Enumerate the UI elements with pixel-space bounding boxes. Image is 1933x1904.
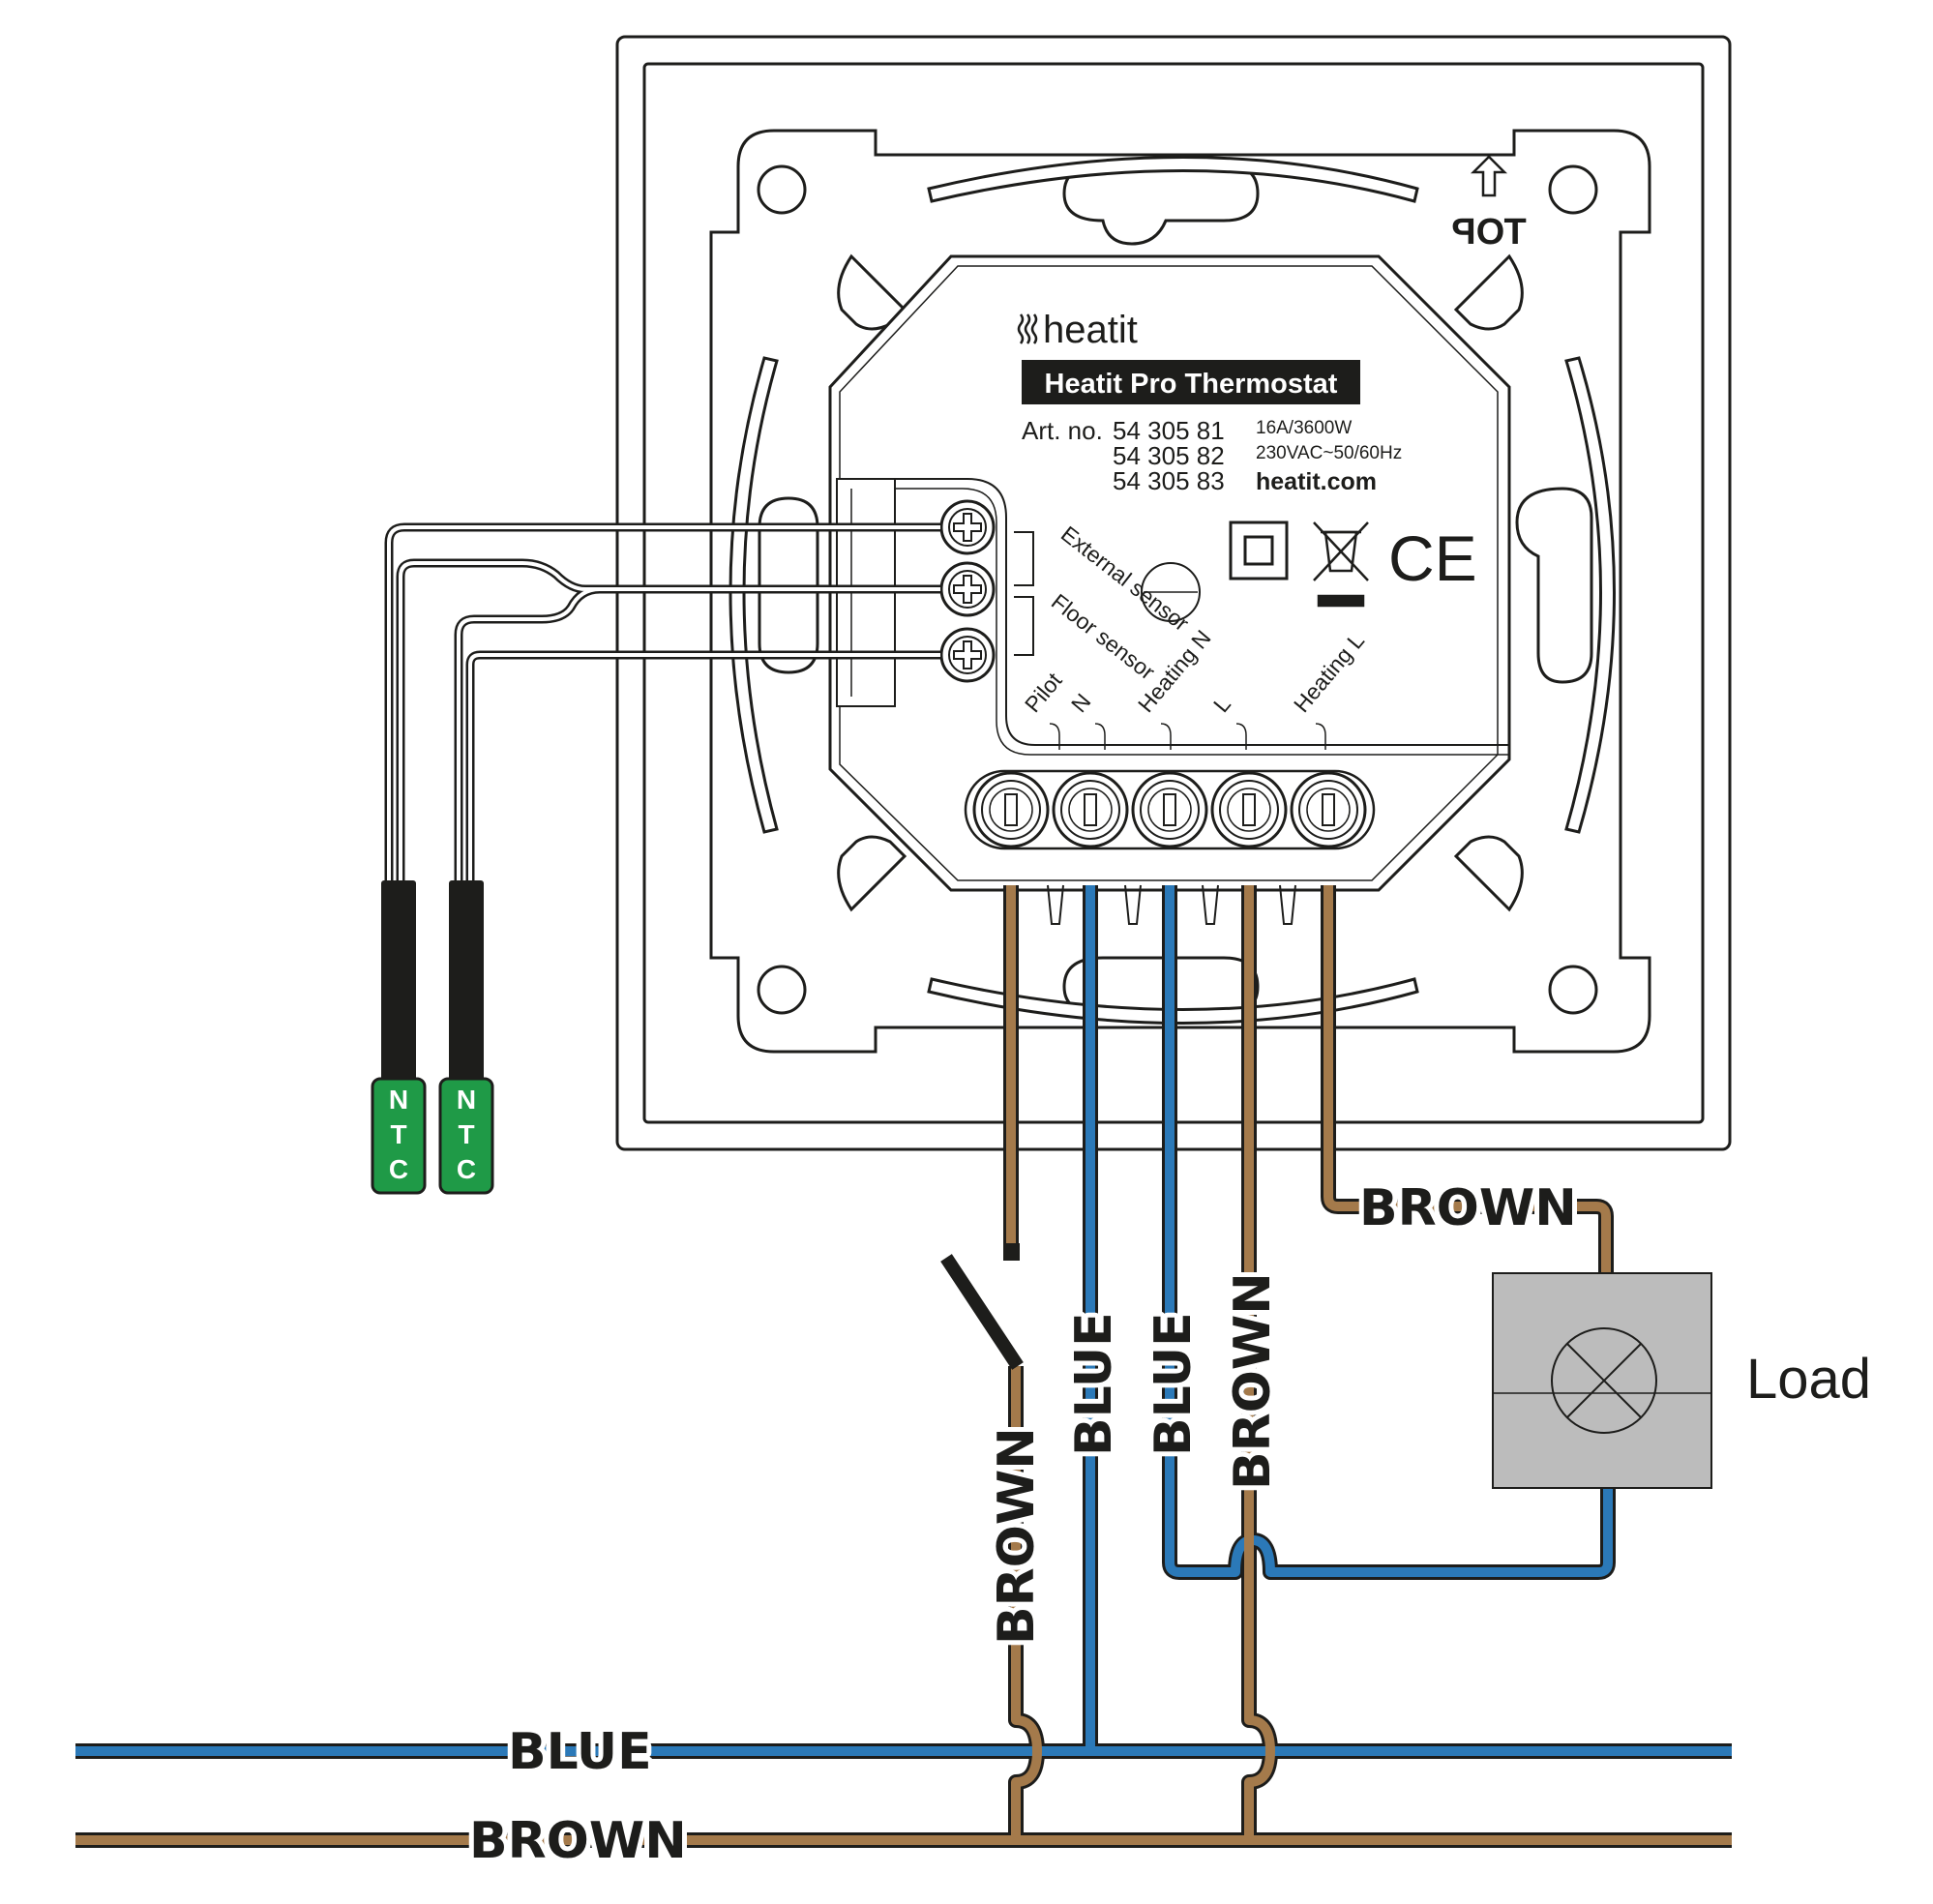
ce-mark-icon: CE xyxy=(1388,522,1477,594)
corner-hole-tl xyxy=(757,164,807,215)
double-insulation-icon xyxy=(1229,521,1289,580)
wire-label-n-blue: BLUE xyxy=(1065,1312,1123,1456)
main-terminals xyxy=(964,769,1376,925)
wire-label-mains-brown: BROWN xyxy=(469,1812,687,1870)
switch-contact xyxy=(1003,1243,1020,1261)
sensor-screw-2 xyxy=(939,561,996,617)
wire-labels: BROWN BROWN BLUE BLUE BROWN BLUE BROWN xyxy=(464,1175,1582,1875)
art-number-2: 54 305 82 xyxy=(1113,441,1225,470)
corner-hole-bl xyxy=(757,965,807,1015)
corner-hole-br xyxy=(1548,965,1598,1015)
art-number-1: 54 305 81 xyxy=(1113,416,1225,445)
website: heatit.com xyxy=(1256,468,1377,495)
load-label: Load xyxy=(1746,1348,1871,1411)
mains-wires xyxy=(75,885,1732,1848)
device-label: heatit Heatit Pro Thermostat Art. no. 54… xyxy=(1017,309,1477,622)
wire-label-heating-l: BROWN xyxy=(1359,1179,1577,1237)
top-arrow-icon xyxy=(1470,155,1508,197)
product-name-badge xyxy=(1022,360,1360,404)
ntc-1-letter-n: N xyxy=(389,1085,408,1115)
switch-lever-icon xyxy=(940,1254,1024,1370)
load: Load xyxy=(1492,1272,1871,1489)
heatit-logo-icon xyxy=(1017,313,1038,344)
wire-label-l-brown: BROWN xyxy=(1224,1272,1282,1490)
wire-label-mains-blue: BLUE xyxy=(508,1723,652,1781)
wire-label-switch-brown: BROWN xyxy=(988,1427,1046,1645)
sensor-screw-3 xyxy=(939,627,996,683)
weee-bin-icon xyxy=(1313,521,1369,608)
ntc-2-letter-c: C xyxy=(457,1154,476,1184)
sensor-screw-1 xyxy=(939,499,996,555)
rating-voltage: 230VAC~50/60Hz xyxy=(1256,443,1402,463)
wire-label-heating-n-blue: BLUE xyxy=(1145,1312,1203,1456)
corner-hole-tr xyxy=(1548,164,1598,215)
rating-current: 16A/3600W xyxy=(1256,418,1352,438)
main-screw-heating-l xyxy=(1290,771,1367,848)
main-screw-heating-n xyxy=(1131,771,1208,848)
ntc-1-letter-c: C xyxy=(389,1154,408,1184)
top-marker: TOP xyxy=(1451,155,1527,253)
ntc-sensor-1: N T C xyxy=(371,880,427,1195)
ntc-2-letter-t: T xyxy=(458,1119,474,1149)
art-number-3: 54 305 83 xyxy=(1113,466,1225,495)
ntc-sensor-2: N T C xyxy=(438,880,494,1195)
top-label: TOP xyxy=(1451,212,1526,253)
ntc-1-letter-t: T xyxy=(390,1119,406,1149)
lamp-icon xyxy=(1551,1327,1657,1434)
sensor-cables xyxy=(384,522,940,885)
main-screw-n xyxy=(1052,771,1129,848)
brand-logo-text: heatit xyxy=(1043,309,1138,351)
main-screw-l xyxy=(1210,771,1288,848)
art-no-label: Art. no. xyxy=(1022,416,1103,445)
ntc-2-letter-n: N xyxy=(457,1085,476,1115)
main-screw-pilot xyxy=(972,771,1050,848)
product-name: Heatit Pro Thermostat xyxy=(1045,369,1338,400)
load-box xyxy=(1492,1272,1712,1489)
